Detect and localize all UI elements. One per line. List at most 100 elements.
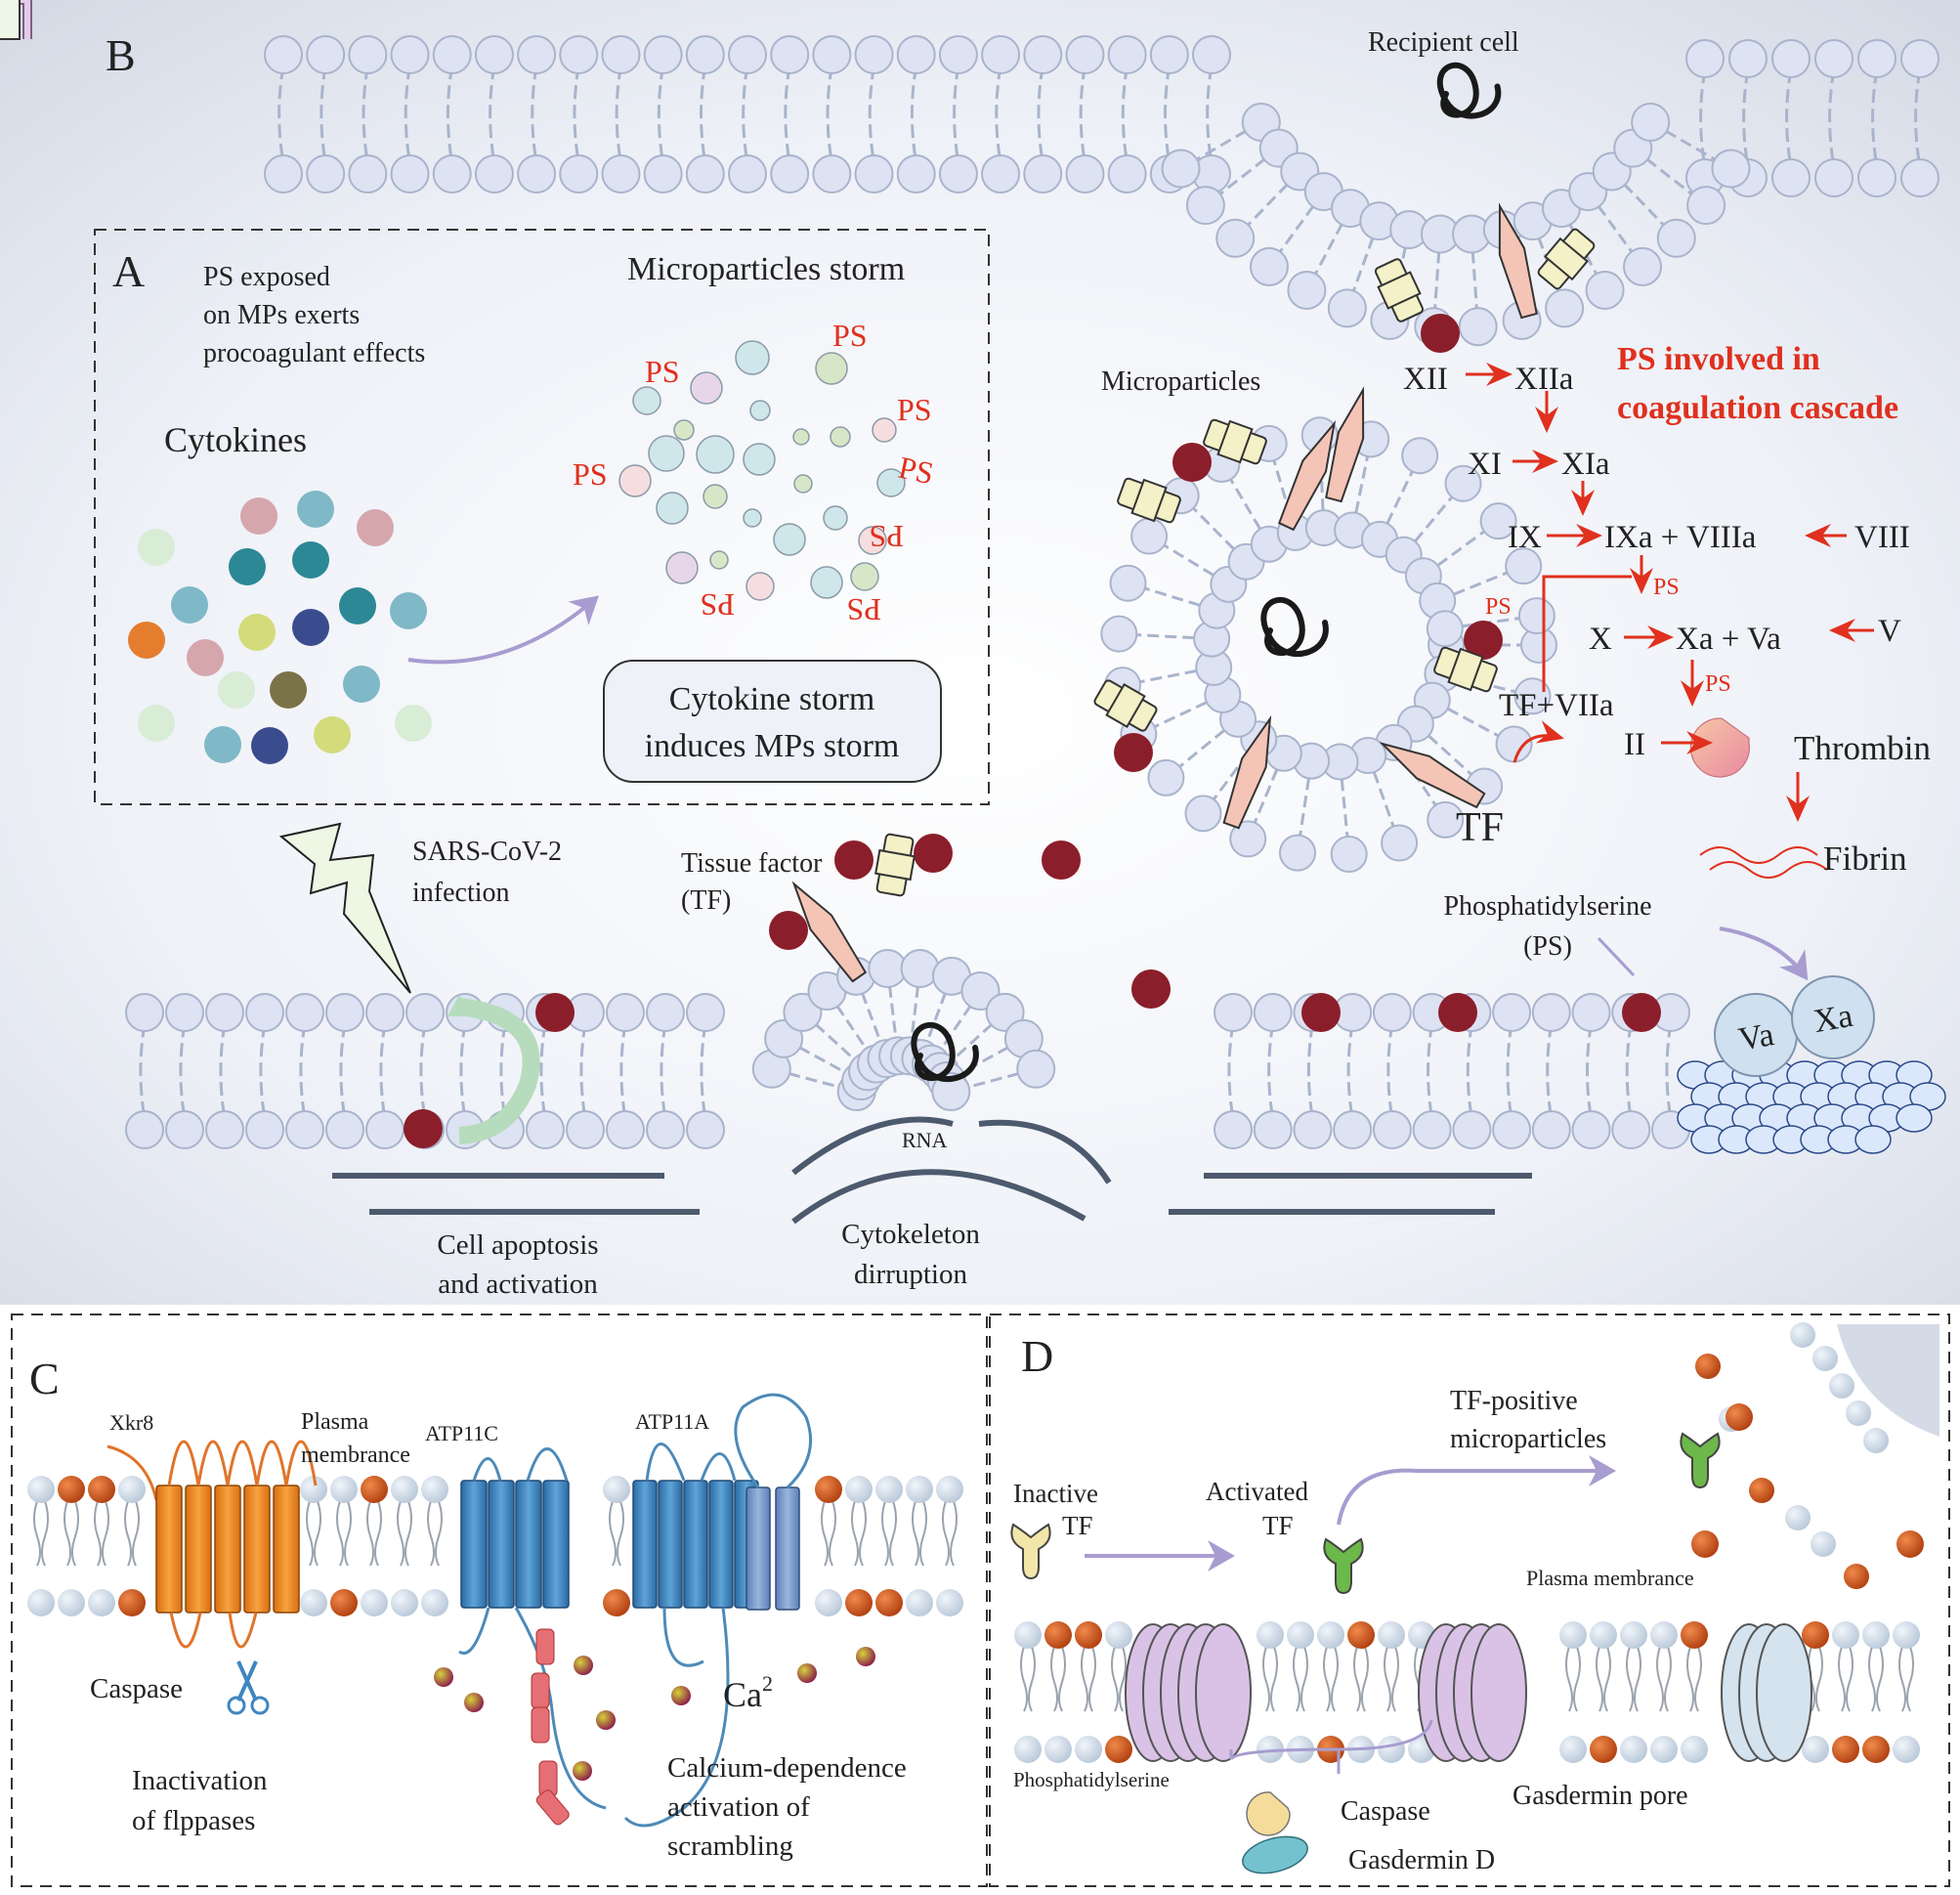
lipid-tail (910, 65, 918, 163)
receptor-band (1544, 237, 1589, 281)
lipid-tail (1353, 1646, 1361, 1712)
xkr8-loop (169, 1612, 258, 1649)
coagulation-cascade: XII XIIa XI XIa IX IXa + VIIIa VIII PS X… (1403, 362, 1931, 878)
tissue-factor-spike (791, 881, 868, 983)
microparticle-dot (773, 523, 806, 556)
lipid-head (1531, 1110, 1571, 1149)
panel-letter-d: D (1021, 1331, 1053, 1381)
lipid-tail (919, 1500, 927, 1567)
lipid-head (643, 35, 683, 74)
phosphatidylserine-ball (914, 834, 953, 873)
lipid-tail (1906, 1646, 1914, 1712)
tissue-factor-spike (1222, 714, 1272, 830)
lipid-head (1571, 1110, 1611, 1149)
tissue-factor-label-line-1: Tissue factor (681, 848, 823, 879)
lipid-tail (829, 1500, 836, 1567)
xkr8-helix (243, 1485, 271, 1614)
lipid-head (1192, 35, 1231, 74)
lipid-head (685, 35, 725, 74)
lipid-head (1229, 820, 1267, 858)
tissue-factor-body (791, 881, 868, 983)
lipid-head (936, 1476, 963, 1503)
lipid-tail (881, 1500, 889, 1567)
phosphatidylserine-head (1862, 1736, 1890, 1763)
lipid-head (985, 992, 1025, 1032)
lipid-tail (1871, 69, 1879, 167)
tissue-factor-body (1325, 386, 1365, 503)
microparticles-label: Microparticles (1101, 366, 1260, 397)
atp11a-loop (734, 1393, 813, 1489)
atp11c-loop (458, 1607, 607, 1810)
lipid-head (58, 1589, 85, 1616)
tf-label: TF (1456, 805, 1504, 850)
lipid-tail (1361, 1646, 1369, 1712)
tissue-factor-label-line-2: (TF) (681, 885, 731, 916)
fibrin-strand (1709, 861, 1828, 879)
lipid-tail (1270, 1646, 1278, 1712)
lipid-head (1458, 307, 1498, 347)
rna-strand-icon (1260, 596, 1329, 657)
calcium-ion (573, 1761, 592, 1781)
lipid-head (1513, 677, 1552, 715)
microparticle-dot (815, 352, 848, 385)
lipid-head (601, 154, 641, 194)
lipid-tail (950, 1500, 958, 1567)
lipid-tail (435, 1500, 443, 1567)
receptor-band (1130, 478, 1168, 523)
calcium-dependence-line-1: Calcium-dependence (667, 1752, 907, 1784)
cytoskeleton-arc (791, 1116, 954, 1176)
lipid-head (1253, 1110, 1293, 1149)
atp11a-label: ATP11A (635, 1409, 709, 1434)
lipid-tail (742, 65, 749, 163)
lipid-tail (1742, 69, 1750, 167)
phosphatidylserine-head (1105, 1736, 1132, 1763)
lipid-head (361, 1589, 388, 1616)
lipid-tail (64, 1500, 71, 1567)
lipid-head (517, 35, 557, 74)
lipid-tail (94, 1500, 102, 1567)
flip-arrow-head (447, 995, 477, 1016)
lipid-head (1016, 1049, 1056, 1089)
lipid-head (1650, 1621, 1678, 1649)
lipid-head (1412, 1110, 1452, 1149)
atp11c-helix (488, 1480, 515, 1609)
atp11c-helix (460, 1480, 488, 1609)
xkr8-helix (155, 1485, 183, 1614)
receptor-band (1377, 271, 1422, 310)
lipid-head (1023, 154, 1063, 194)
lipid-tail (1665, 1023, 1673, 1119)
panel-letter-b: B (106, 30, 136, 80)
lipid-tail (320, 65, 327, 163)
caspase-arrow (1229, 1719, 1433, 1774)
lipid-membranes (27, 35, 1939, 1763)
lipid-tail (1694, 1646, 1702, 1712)
lipid-tail (344, 1500, 352, 1567)
lipid-head (432, 35, 472, 74)
lipid-head (812, 154, 852, 194)
lipid-tail (1267, 1023, 1275, 1119)
lipid-tail (1331, 1646, 1339, 1712)
lipid-head (559, 154, 599, 194)
lipid-head (1293, 1110, 1333, 1149)
cytokine-dot (270, 671, 307, 709)
phosphatidylserine-head (845, 1589, 873, 1616)
phosphatidylserine-head (1681, 1621, 1708, 1649)
phosphatidylserine-ball (1438, 993, 1477, 1032)
cytokine-dot (218, 671, 255, 709)
microparticle-dot (743, 443, 776, 476)
lipid-head (330, 1476, 358, 1503)
lipid-head (1381, 824, 1419, 862)
lipid-head (643, 154, 683, 194)
lipid-head (264, 35, 303, 74)
panel-d-border (989, 1314, 1950, 1887)
lipid-head (1814, 158, 1853, 197)
tf-positive-icon (1680, 1432, 1721, 1489)
phosphatidylserine-head (330, 1589, 358, 1616)
phosphatidylserine-head (88, 1476, 115, 1503)
lipid-head (601, 35, 641, 74)
lipid-head (606, 993, 645, 1032)
lipid-head (931, 1072, 971, 1112)
lipid-head (300, 1589, 327, 1616)
lipid-tail (1293, 1646, 1300, 1712)
receptor-band (1216, 419, 1254, 464)
